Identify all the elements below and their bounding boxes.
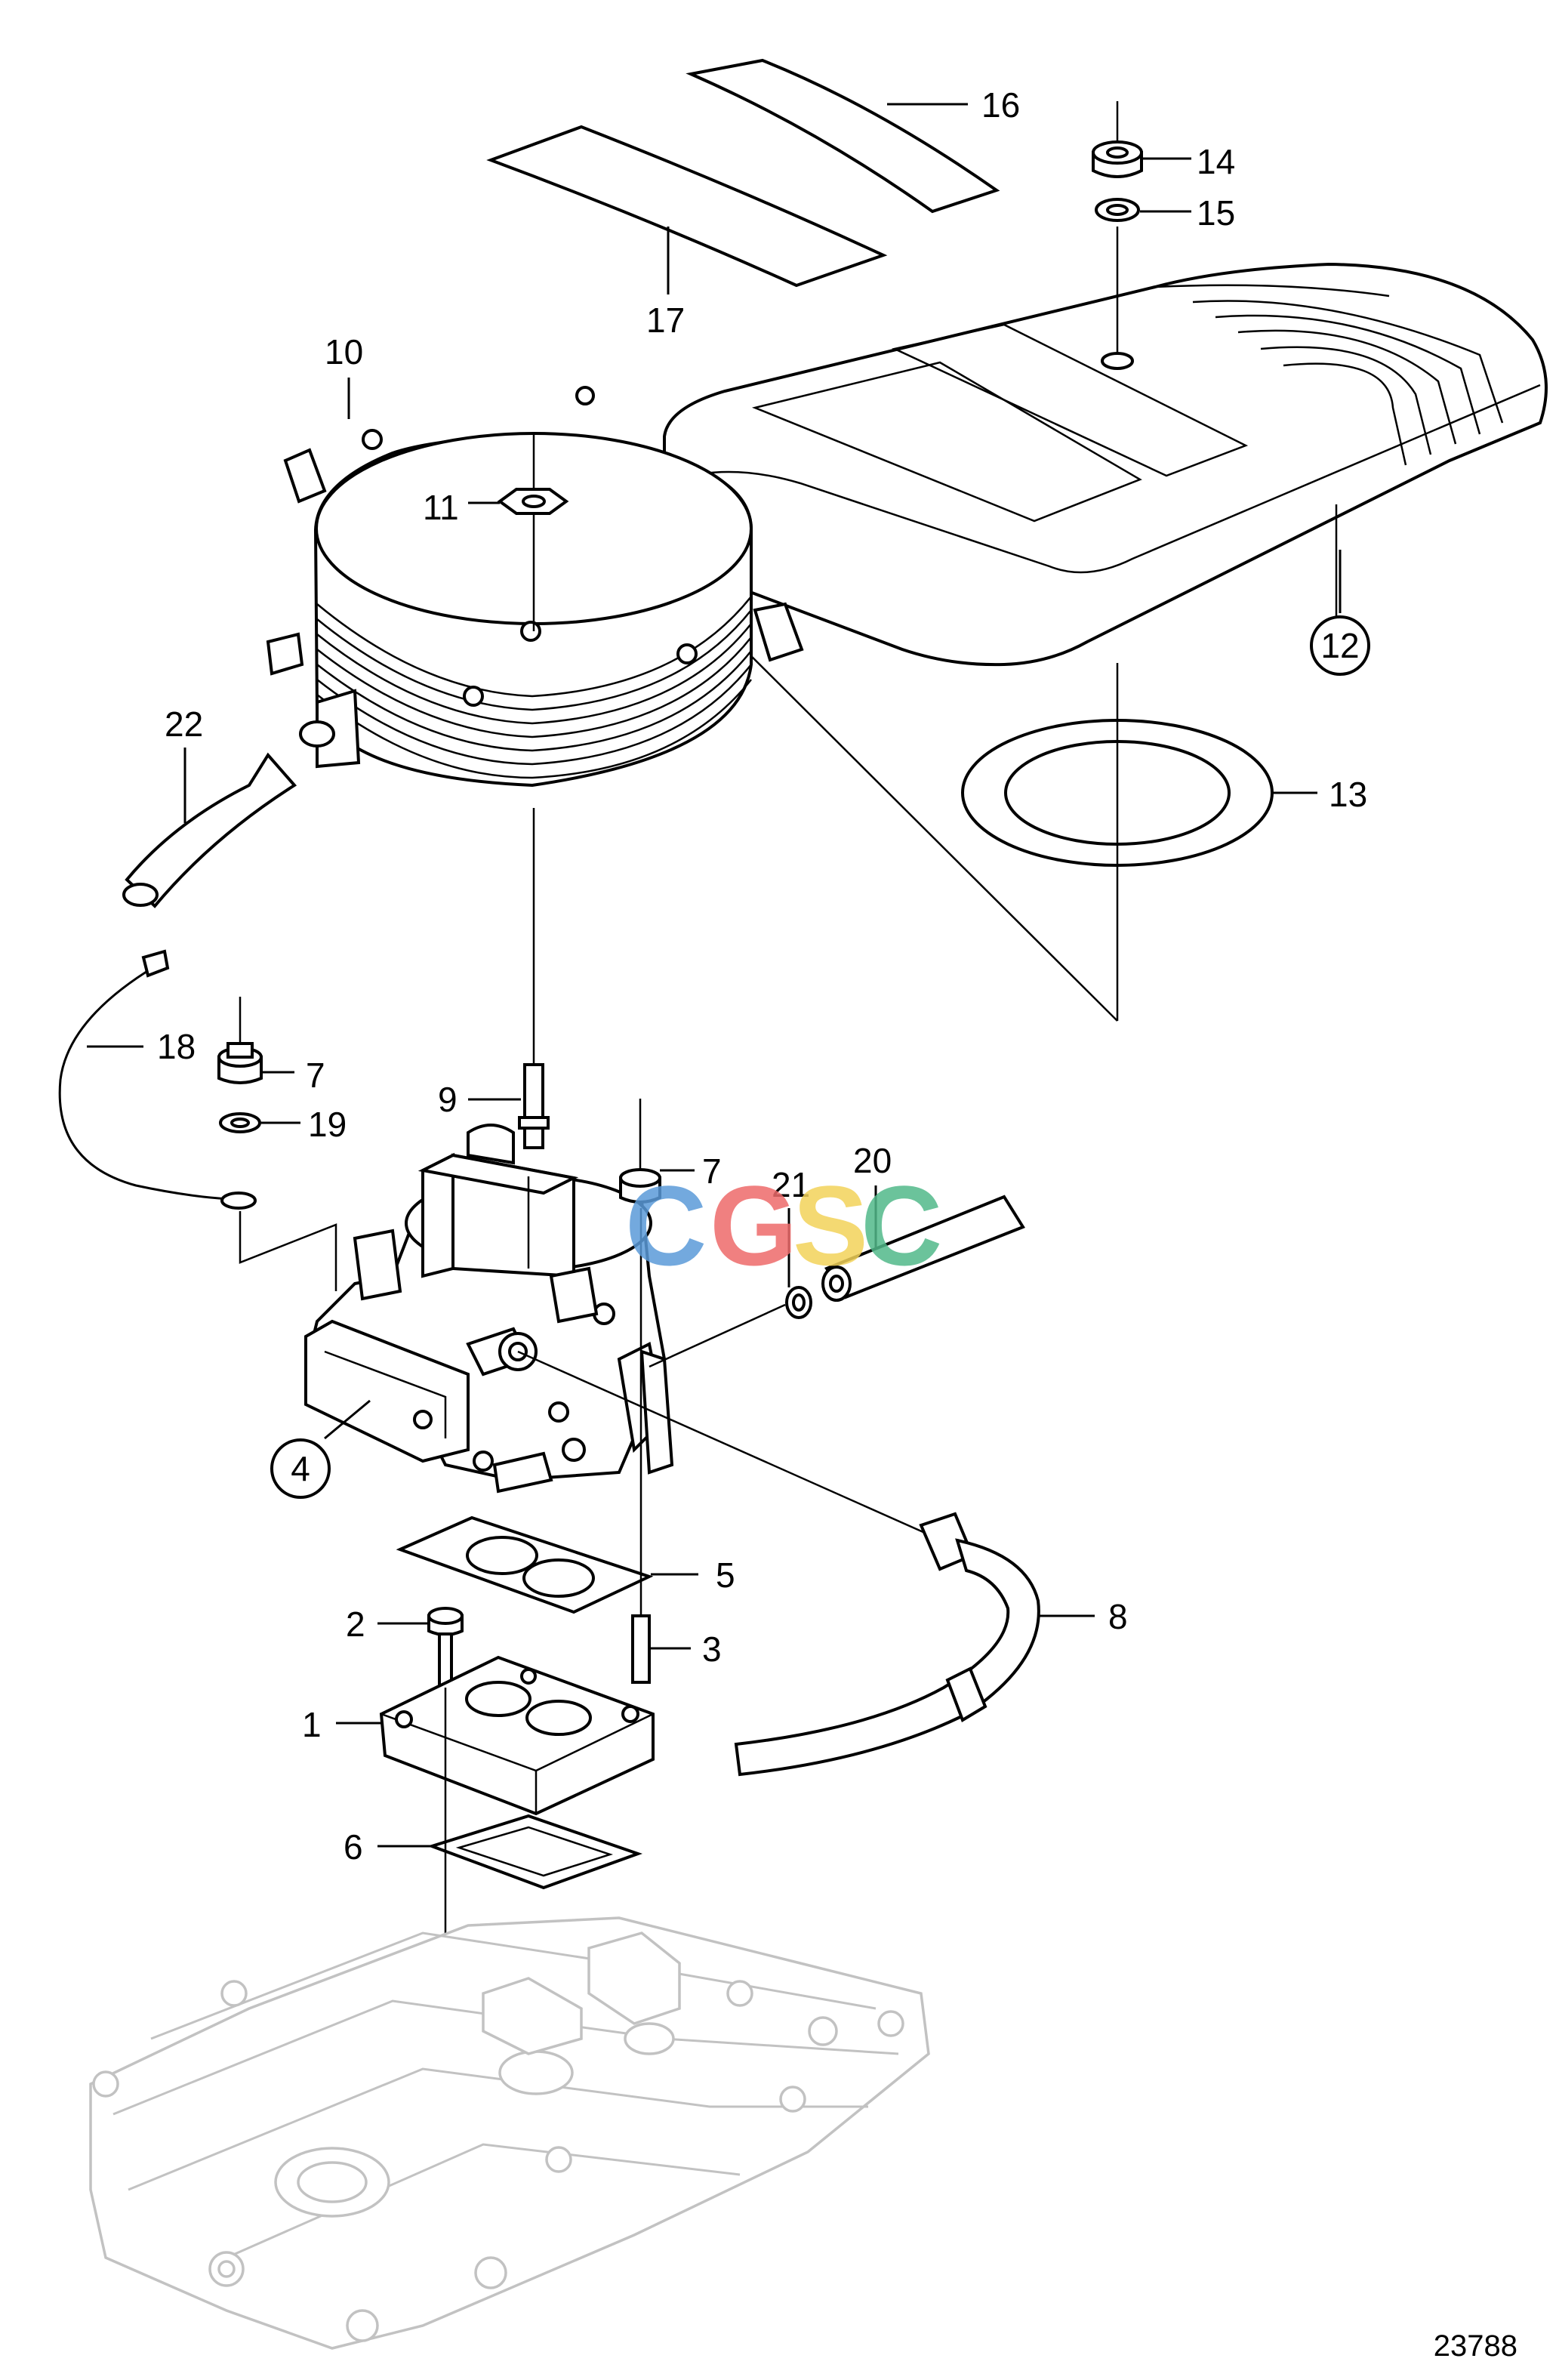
callout-2: 2 [346, 1605, 365, 1644]
callout-8: 8 [1108, 1597, 1128, 1636]
callout-15: 15 [1197, 193, 1235, 233]
callout-3: 3 [702, 1629, 722, 1669]
callout-18: 18 [157, 1027, 196, 1066]
callout-19: 19 [308, 1105, 347, 1144]
hose-20 [821, 1195, 1025, 1302]
callout-14: 14 [1197, 142, 1235, 181]
watermark-letter-2: G [710, 1162, 798, 1289]
callout-12-circle [1310, 615, 1370, 676]
callout-7-right: 7 [702, 1151, 722, 1191]
callout-16: 16 [981, 85, 1020, 125]
callout-21: 21 [772, 1165, 810, 1204]
callout-9: 9 [438, 1080, 458, 1119]
callout-11: 11 [423, 488, 459, 527]
sensor-wire-18 [58, 949, 257, 1210]
callout-6: 6 [344, 1827, 363, 1867]
callout-4-circle [270, 1438, 331, 1499]
callout-4: 4 [291, 1449, 310, 1488]
adapter-1 [379, 1655, 655, 1816]
callout-12: 12 [1320, 626, 1359, 665]
fuel-line-8 [517, 1350, 1040, 1777]
callout-20: 20 [853, 1141, 892, 1180]
stud-9 [518, 808, 550, 1149]
nut-11 [497, 435, 569, 631]
callout-13: 13 [1329, 775, 1367, 814]
engine-cover-12 [663, 227, 1548, 667]
intake-manifold [89, 1916, 930, 2350]
callout-10: 10 [325, 332, 363, 371]
bolt-2 [427, 1607, 464, 1688]
callout-labels: 16 17 14 15 12 13 11 10 22 18 7 19 9 7 2… [157, 85, 1370, 1867]
callout-5: 5 [716, 1555, 735, 1595]
carburetor-4 [304, 1124, 674, 1494]
watermark-letter-3: S [793, 1162, 868, 1289]
nut-7-right [619, 1099, 661, 1204]
callout-1: 1 [302, 1705, 322, 1744]
leader-lines [87, 103, 1342, 1848]
washer-15 [1095, 198, 1140, 222]
decal-16 [686, 58, 1000, 214]
gasket-5 [396, 1515, 654, 1614]
callout-22: 22 [165, 704, 203, 744]
hose-22 [122, 752, 297, 908]
nut-7-left [217, 997, 263, 1084]
callout-17: 17 [646, 301, 685, 340]
washer-19 [219, 1112, 337, 1291]
watermark-letter-1: C [625, 1162, 707, 1289]
gasket-ring-13 [531, 437, 1274, 1022]
clamp-21 [649, 1286, 812, 1368]
stud-3 [631, 1208, 651, 1684]
watermark: C G S C [625, 1162, 942, 1289]
watermark-letter-4: C [861, 1162, 942, 1289]
decal-17 [486, 125, 888, 288]
nut-14 [1092, 101, 1143, 178]
figure-number: 23788 [1434, 2329, 1517, 2363]
callout-7-left: 7 [306, 1056, 325, 1095]
